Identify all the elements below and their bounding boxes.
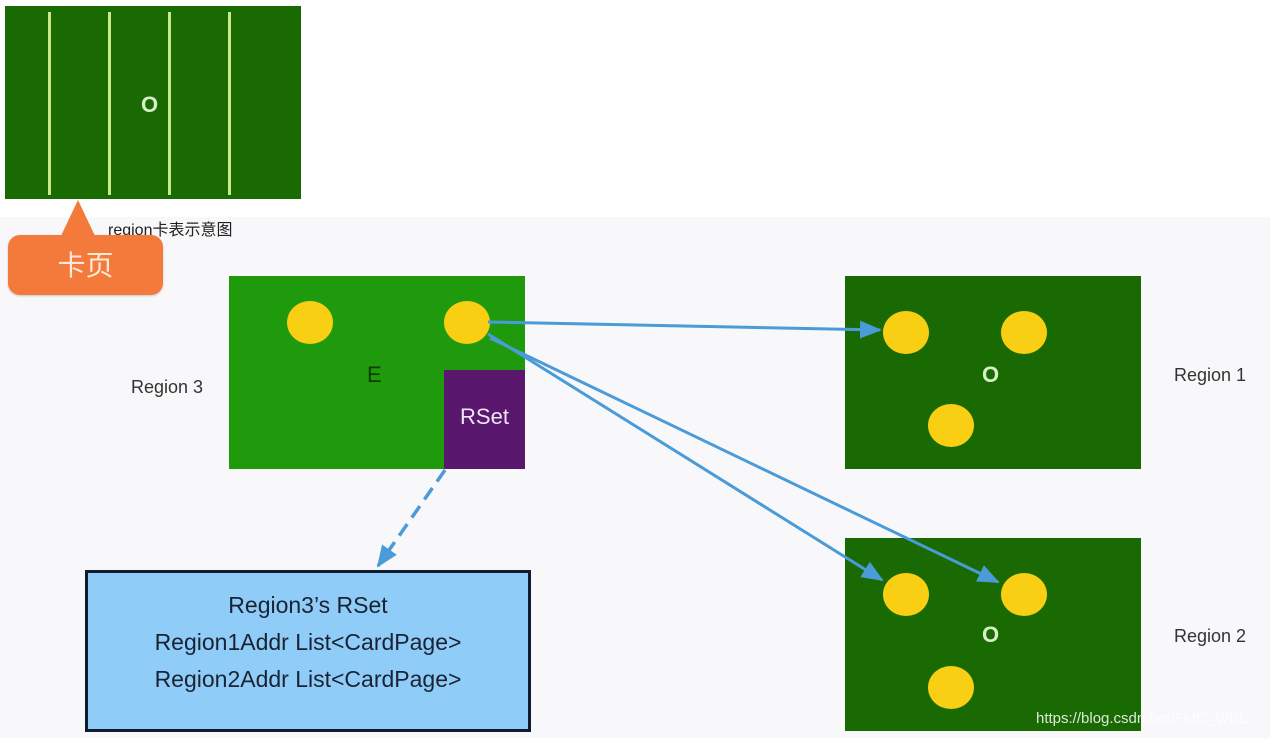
object (444, 301, 490, 344)
region3-name: Region 3 (131, 377, 204, 397)
reference-arrow-to-region2-left (487, 332, 884, 582)
card-page-divider (168, 12, 171, 195)
card-page-divider (48, 12, 51, 195)
object (928, 666, 974, 709)
region1-name: Region 1 (1174, 365, 1247, 385)
rset-detail-title: Region3’s RSet (228, 592, 388, 618)
rset-block: RSet (444, 370, 525, 469)
region3-eden: E RSet (229, 276, 525, 469)
rset-dashed-pointer (376, 468, 447, 568)
card-page-divider (228, 12, 231, 195)
region-type-label: E (367, 362, 382, 387)
object (883, 311, 929, 354)
object (1001, 573, 1047, 616)
region1-old: O (845, 276, 1141, 469)
object (883, 573, 929, 616)
region-type-label: O (982, 362, 1000, 387)
card-table-region: O (5, 6, 301, 199)
object (1001, 311, 1047, 354)
region-type-label: O (982, 622, 1000, 647)
callout-label: 卡页 (57, 250, 114, 281)
card-page-callout: 卡页 (8, 235, 163, 295)
callout-pointer (60, 200, 96, 238)
object (287, 301, 333, 344)
rset-detail-box: Region3’s RSet Region1Addr List<CardPage… (85, 570, 531, 732)
reference-arrow-to-region1 (487, 320, 882, 339)
rset-detail-entry: Region1Addr List<CardPage> (154, 629, 462, 655)
region2-name: Region 2 (1174, 626, 1247, 646)
reference-arrow-to-region2-right (489, 336, 1000, 584)
card-page-divider (108, 12, 111, 195)
region-type-label: O (141, 92, 159, 117)
object (928, 404, 974, 447)
rset-detail-entry: Region2Addr List<CardPage> (154, 666, 462, 692)
watermark: https://blog.csdn.net/FMC_WBL (1036, 710, 1248, 727)
rset-label: RSet (460, 404, 509, 429)
card-table-caption: region卡表示意图 (108, 222, 233, 239)
